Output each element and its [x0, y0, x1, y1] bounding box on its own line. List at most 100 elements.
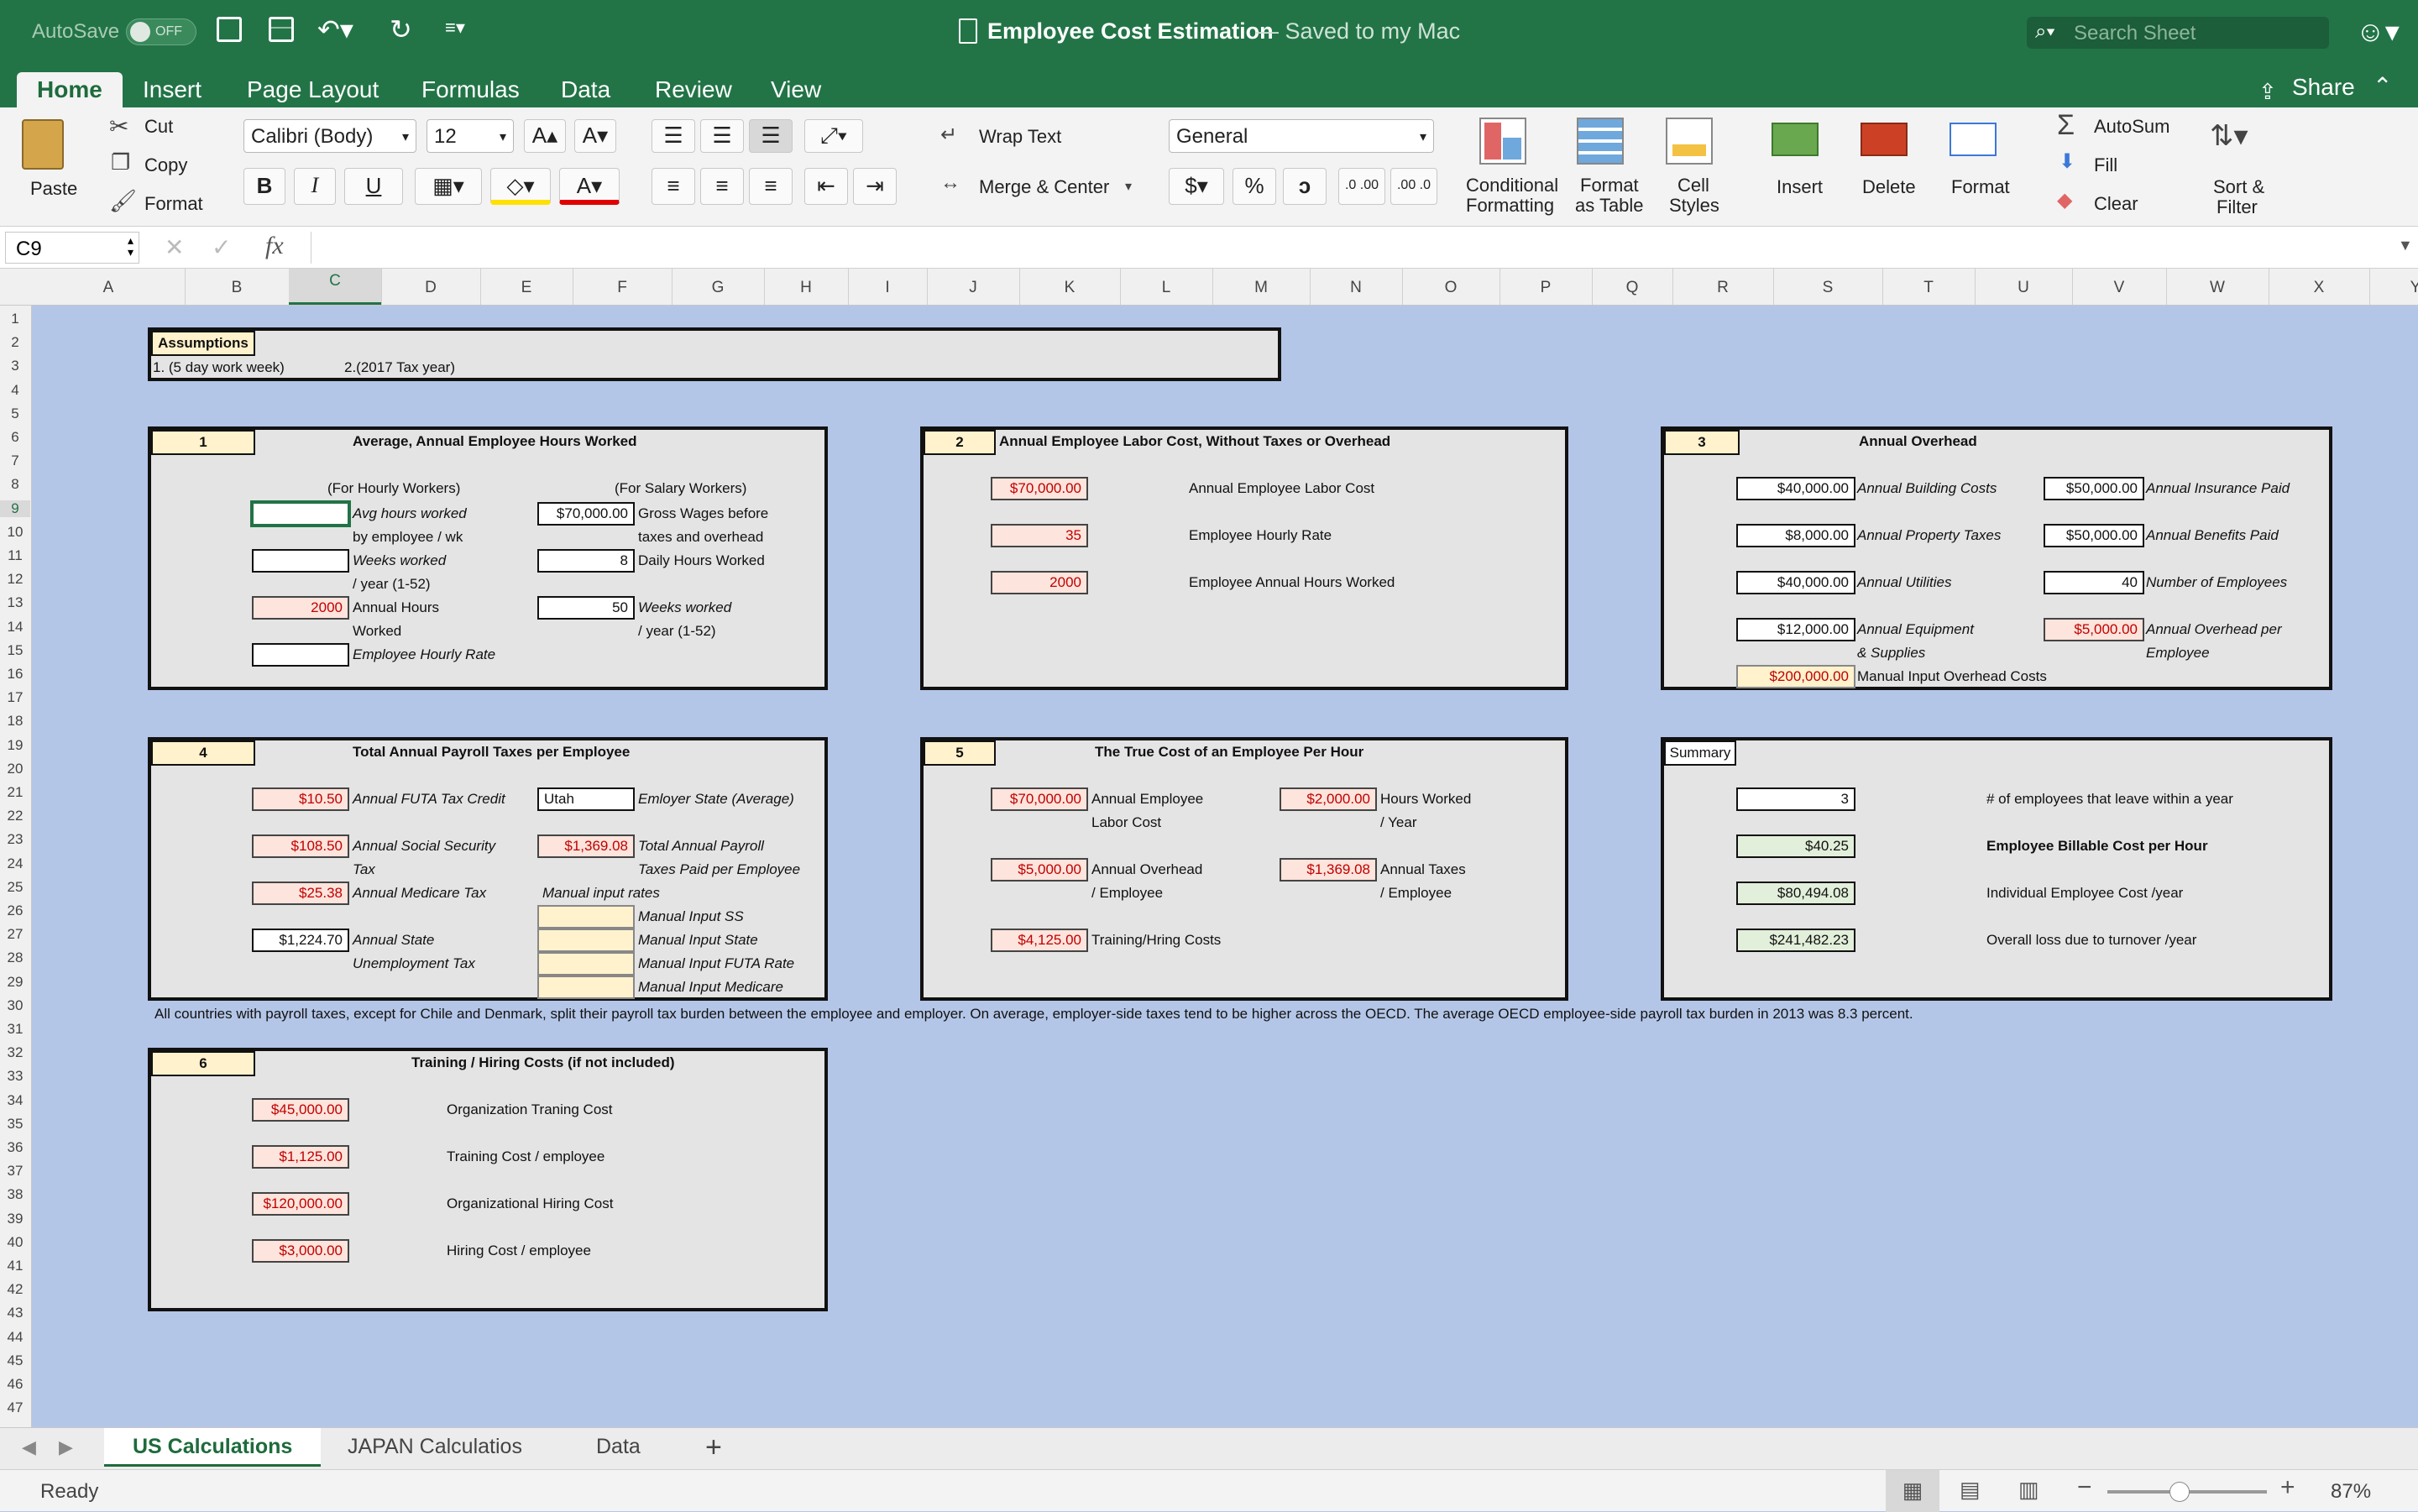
cancel-icon[interactable]: ✕	[165, 234, 185, 260]
column-header-k[interactable]: K	[1064, 279, 1076, 296]
redo-icon[interactable]: ↻	[390, 14, 412, 44]
state-unemployment-cell[interactable]: $1,224.70	[252, 929, 349, 952]
column-divider[interactable]	[1592, 269, 1593, 305]
row-header-33[interactable]: 33	[7, 1068, 24, 1085]
benefits-cell[interactable]: $50,000.00	[2044, 524, 2144, 547]
column-header-w[interactable]: W	[2210, 279, 2225, 296]
font-color-button[interactable]: A▾	[559, 168, 620, 205]
row-header-9[interactable]: 9	[0, 500, 30, 517]
tab-review[interactable]: Review	[655, 76, 732, 102]
zoom-slider-knob[interactable]	[2169, 1482, 2190, 1502]
font-size-select[interactable]: 12▾	[427, 119, 514, 153]
row-header-41[interactable]: 41	[7, 1258, 24, 1274]
tab-data[interactable]: Data	[561, 76, 611, 102]
borders-button[interactable]: ▦▾	[415, 168, 482, 205]
customize-toolbar-icon[interactable]: ≡▾	[445, 17, 465, 38]
column-divider[interactable]	[1672, 269, 1673, 305]
insurance-cell[interactable]: $50,000.00	[2044, 477, 2144, 500]
worksheet-grid[interactable]: Assumptions 1. (5 day work week) 2.(2017…	[32, 306, 2418, 1427]
column-header-u[interactable]: U	[2018, 279, 2029, 296]
row-header-7[interactable]: 7	[11, 453, 19, 469]
insert-function-button[interactable]: fx	[265, 232, 284, 259]
row-header-2[interactable]: 2	[11, 334, 19, 351]
format-painter-button[interactable]: Format	[144, 193, 203, 214]
tab-page-layout[interactable]: Page Layout	[247, 76, 379, 102]
decrease-font-button[interactable]: A▾	[574, 119, 616, 153]
medicare-cell[interactable]: $25.38	[252, 882, 349, 905]
currency-button[interactable]: $▾	[1169, 168, 1224, 205]
format-cells-button[interactable]: Format	[1951, 176, 2010, 197]
cut-button[interactable]: Cut	[144, 116, 174, 137]
enter-icon[interactable]: ✓	[212, 234, 232, 260]
insert-cells-icon[interactable]	[1772, 123, 1819, 156]
column-header-q[interactable]: Q	[1625, 279, 1639, 296]
tab-formulas[interactable]: Formulas	[421, 76, 520, 102]
column-divider[interactable]	[2072, 269, 2073, 305]
employees-cell[interactable]: 40	[2044, 571, 2144, 594]
turnover-count-cell[interactable]: 3	[1736, 787, 1855, 811]
zoom-slider[interactable]	[2107, 1482, 2267, 1502]
format-painter-icon[interactable]: 🖌	[109, 188, 138, 213]
clear-button[interactable]: Clear	[2094, 193, 2138, 214]
format-as-table-icon[interactable]	[1577, 118, 1624, 165]
assumption-1[interactable]: 1. (5 day work week)	[153, 359, 285, 375]
column-header-j[interactable]: J	[969, 279, 977, 296]
column-header-y[interactable]: Y	[2410, 279, 2418, 296]
social-security-cell[interactable]: $108.50	[252, 834, 349, 858]
row-header-13[interactable]: 13	[7, 594, 24, 611]
paste-icon[interactable]	[22, 119, 64, 170]
manual-futa-input[interactable]	[537, 952, 635, 976]
share-button[interactable]: Share	[2292, 74, 2355, 100]
building-costs-cell[interactable]: $40,000.00	[1736, 477, 1855, 500]
column-header-a[interactable]: A	[102, 279, 114, 296]
org-hiring-cell[interactable]: $120,000.00	[252, 1192, 349, 1216]
decrease-decimal-button[interactable]: .00 .0	[1390, 168, 1437, 205]
row-header-14[interactable]: 14	[7, 618, 24, 635]
row-header-47[interactable]: 47	[7, 1400, 24, 1416]
row-header-16[interactable]: 16	[7, 666, 24, 682]
individual-cost-cell[interactable]: $80,494.08	[1736, 882, 1855, 905]
increase-indent-button[interactable]: ⇥	[853, 168, 897, 205]
format-cells-icon[interactable]	[1950, 123, 1997, 156]
page-layout-view-icon[interactable]: ▤	[1960, 1477, 1981, 1502]
row-header-3[interactable]: 3	[11, 358, 19, 374]
column-divider[interactable]	[381, 269, 382, 305]
manual-ss-input[interactable]	[537, 905, 635, 929]
sheet-tab-us-calculations[interactable]: US Calculations	[104, 1428, 322, 1467]
row-header-6[interactable]: 6	[11, 429, 19, 445]
number-format-select[interactable]: General▾	[1169, 119, 1434, 153]
row-header-15[interactable]: 15	[7, 641, 24, 658]
row-header-26[interactable]: 26	[7, 902, 24, 918]
column-divider[interactable]	[1402, 269, 1403, 305]
row-header-1[interactable]: 1	[11, 311, 19, 327]
row-header-20[interactable]: 20	[7, 760, 24, 777]
row-header-22[interactable]: 22	[7, 808, 24, 824]
column-divider[interactable]	[2166, 269, 2167, 305]
save-icon[interactable]	[269, 17, 294, 42]
column-header-d[interactable]: D	[425, 279, 437, 296]
copy-button[interactable]: Copy	[144, 154, 188, 175]
column-divider[interactable]	[1975, 269, 1976, 305]
scissors-icon[interactable]: ✂	[109, 113, 129, 139]
column-header-t[interactable]: T	[1923, 279, 1934, 296]
salary-weeks-cell[interactable]: 50	[537, 596, 635, 620]
column-divider[interactable]	[1499, 269, 1500, 305]
org-training-cell[interactable]: $45,000.00	[252, 1098, 349, 1122]
row-header-38[interactable]: 38	[7, 1186, 24, 1203]
formula-input[interactable]	[311, 232, 2393, 264]
bold-button[interactable]: B	[243, 168, 285, 205]
row-header-46[interactable]: 46	[7, 1376, 24, 1392]
column-divider[interactable]	[185, 269, 186, 305]
row-header-30[interactable]: 30	[7, 997, 24, 1013]
row-header-34[interactable]: 34	[7, 1091, 24, 1108]
column-header-m[interactable]: M	[1254, 279, 1268, 296]
column-header-n[interactable]: N	[1350, 279, 1362, 296]
autosave-toggle[interactable]: OFF	[126, 18, 196, 45]
tab-insert[interactable]: Insert	[143, 76, 202, 102]
italic-button[interactable]: I	[294, 168, 336, 205]
smiley-feedback-icon[interactable]: ☺▾	[2356, 16, 2400, 48]
training-hiring-cell[interactable]: $4,125.00	[991, 929, 1088, 952]
row-header-19[interactable]: 19	[7, 736, 24, 753]
column-divider[interactable]	[1212, 269, 1213, 305]
increase-font-button[interactable]: A▴	[524, 119, 566, 153]
